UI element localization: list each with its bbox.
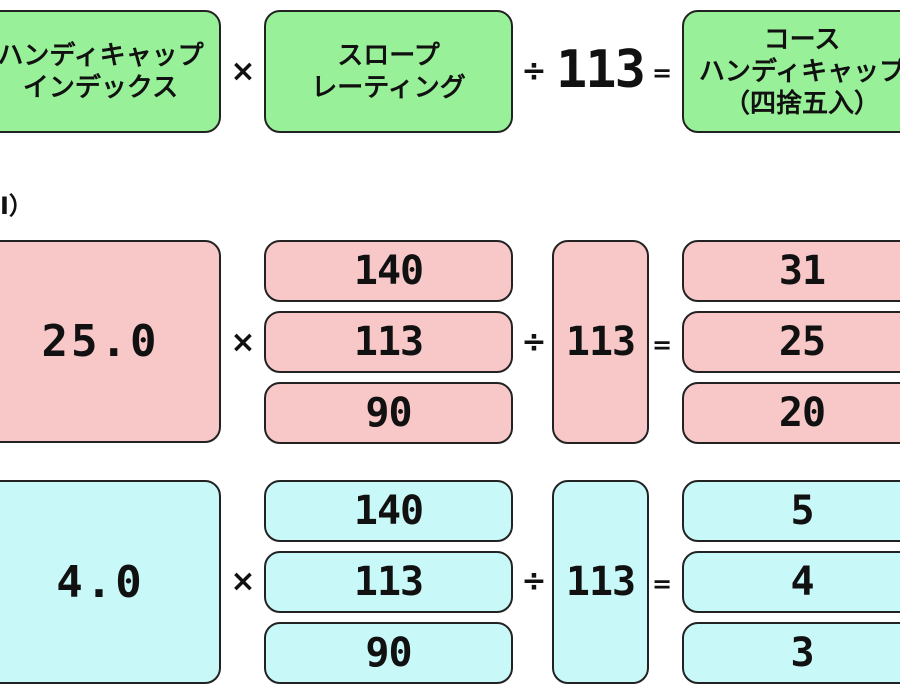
example2-divide-sign: ÷ [521,564,547,599]
example2-slope-2-value: 113 [353,559,424,605]
example2-index-box: 4.0 [0,480,221,684]
course-handicap-line3: （四捨五入） [723,88,880,119]
example2-multiply-sign: × [230,564,256,599]
example1-multiply-sign: × [230,325,256,360]
example1-result-1: 31 [682,240,900,302]
example1-result-1-value: 31 [778,248,826,294]
example2-result-1-value: 5 [790,488,814,534]
example1-equals-sign: = [651,331,673,359]
example1-slope-1-value: 140 [353,248,424,294]
example2-divisor-value: 113 [565,559,636,605]
formula-equals-sign: = [651,59,673,87]
example2-slope-3-value: 90 [365,630,412,676]
example2-result-1: 5 [682,480,900,542]
formula-divide-sign: ÷ [521,54,547,89]
course-handicap-line2: ハンディキャップ [698,56,900,87]
example2-equals-sign: = [651,570,673,598]
example1-result-3: 20 [682,382,900,444]
example2-result-3-value: 3 [790,630,814,676]
example1-slope-3: 90 [264,382,513,444]
example1-slope-1: 140 [264,240,513,302]
example1-slope-2-value: 113 [353,319,424,365]
example2-result-2-value: 4 [790,559,814,605]
slope-rating-line1: スロープ [337,40,440,71]
example2-slope-3: 90 [264,622,513,684]
handicap-index-line1: ハンディキャップ [0,40,204,71]
formula-multiply-sign: × [230,54,256,89]
example1-index-value: 25.0 [41,316,160,367]
slope-rating-box: スロープ レーティング [264,10,513,133]
example1-result-2: 25 [682,311,900,373]
example2-slope-1-value: 140 [353,488,424,534]
handicap-index-box: ハンディキャップ インデックス [0,10,221,133]
example2-result-2: 4 [682,551,900,613]
example-label: I） [0,192,33,220]
example1-divisor-value: 113 [565,319,636,365]
example2-divisor-box: 113 [552,480,649,684]
example1-slope-2: 113 [264,311,513,373]
example1-index-box: 25.0 [0,240,221,443]
course-handicap-line1: コース [763,24,841,55]
example1-divide-sign: ÷ [521,325,547,360]
example2-index-value: 4.0 [56,556,145,608]
example2-slope-2: 113 [264,551,513,613]
example1-result-3-value: 20 [778,390,826,436]
slope-rating-line2: レーティング [311,72,466,103]
example2-result-3: 3 [682,622,900,684]
example1-divisor-box: 113 [552,240,649,444]
example1-slope-3-value: 90 [365,390,412,436]
formula-divisor: 113 [556,40,646,100]
course-handicap-box: コース ハンディキャップ （四捨五入） [682,10,900,133]
example2-slope-1: 140 [264,480,513,542]
example1-result-2-value: 25 [778,319,826,365]
handicap-index-line2: インデックス [22,72,179,103]
